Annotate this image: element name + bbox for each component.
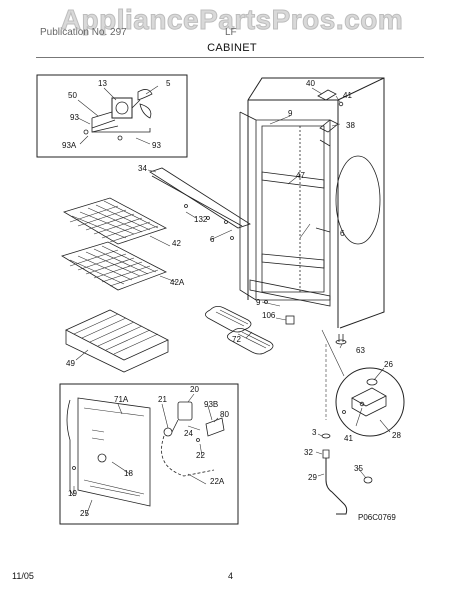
wire-shelf-lower (61, 241, 167, 291)
footer-date: 11/05 (12, 571, 34, 581)
model-number: LF (225, 27, 237, 38)
callout: 5 (166, 79, 171, 88)
callout: 20 (190, 385, 199, 394)
cabinet-body (239, 77, 385, 329)
callout: 3 (312, 428, 317, 437)
callout: 41 (344, 434, 353, 443)
wire-basket (65, 309, 169, 373)
detail-circle (335, 367, 405, 437)
callout: 93 (152, 141, 161, 150)
callout: 42A (170, 278, 185, 287)
fan-inset-box (36, 74, 188, 158)
top-hinge-parts (317, 89, 344, 133)
callout: 132 (194, 215, 208, 224)
callout: 9 (256, 298, 261, 307)
callout: 22 (196, 451, 205, 460)
callout: 42 (172, 239, 181, 248)
callout: 13 (98, 79, 107, 88)
callout: 47 (296, 171, 305, 180)
callout: 93A (62, 141, 77, 150)
callout: 34 (138, 164, 147, 173)
callout: 25 (80, 509, 89, 518)
callout: 18 (124, 469, 133, 478)
drain-components (321, 344, 373, 515)
callout: 63 (356, 346, 365, 355)
callout: 9 (288, 109, 293, 118)
callout: 71A (114, 395, 129, 404)
callout: 26 (384, 360, 393, 369)
callout: 6 (340, 229, 345, 238)
callout: 35 (354, 464, 363, 473)
watermark: AppliancePartsPros.com (60, 4, 404, 36)
part-106 (285, 315, 295, 325)
screws (72, 204, 346, 470)
liner-strip (149, 167, 251, 229)
publication-number: Publication No. 297 (40, 27, 127, 38)
hinge-bracket-detail (351, 378, 387, 417)
callout: 29 (308, 473, 317, 482)
callout: 28 (392, 431, 401, 440)
callout: 50 (68, 91, 77, 100)
footer-page-number: 4 (228, 571, 234, 581)
callout: 80 (220, 410, 229, 419)
callout: 41 (343, 91, 352, 100)
callout: 22A (210, 477, 225, 486)
callout: 49 (66, 359, 75, 368)
leveling-leg (335, 334, 347, 345)
callout: 19 (68, 489, 77, 498)
machine-compartment-inset (59, 383, 239, 525)
vent-grilles (205, 306, 274, 355)
callout: 93 (70, 113, 79, 122)
control-parts (161, 401, 225, 477)
header-rule (36, 57, 424, 58)
callout: 21 (158, 395, 167, 404)
wire-shelf-upper (63, 197, 168, 245)
callout: 106 (262, 311, 276, 320)
callout: 24 (184, 429, 193, 438)
section-title: CABINET (207, 42, 257, 54)
callout: 72 (232, 335, 241, 344)
fan-motor-assembly (83, 89, 153, 141)
callout: 93B (204, 400, 218, 409)
leader-lines (73, 85, 391, 517)
callout-labels: 13 5 50 93 93A 93 40 41 38 9 34 47 132 4… (62, 79, 401, 522)
figure-code: P06C0769 (358, 513, 396, 522)
callout: 40 (306, 79, 315, 88)
callout: 6 (210, 235, 215, 244)
rear-panel (66, 397, 151, 507)
callout: 32 (304, 448, 313, 457)
callout: 38 (346, 121, 355, 130)
